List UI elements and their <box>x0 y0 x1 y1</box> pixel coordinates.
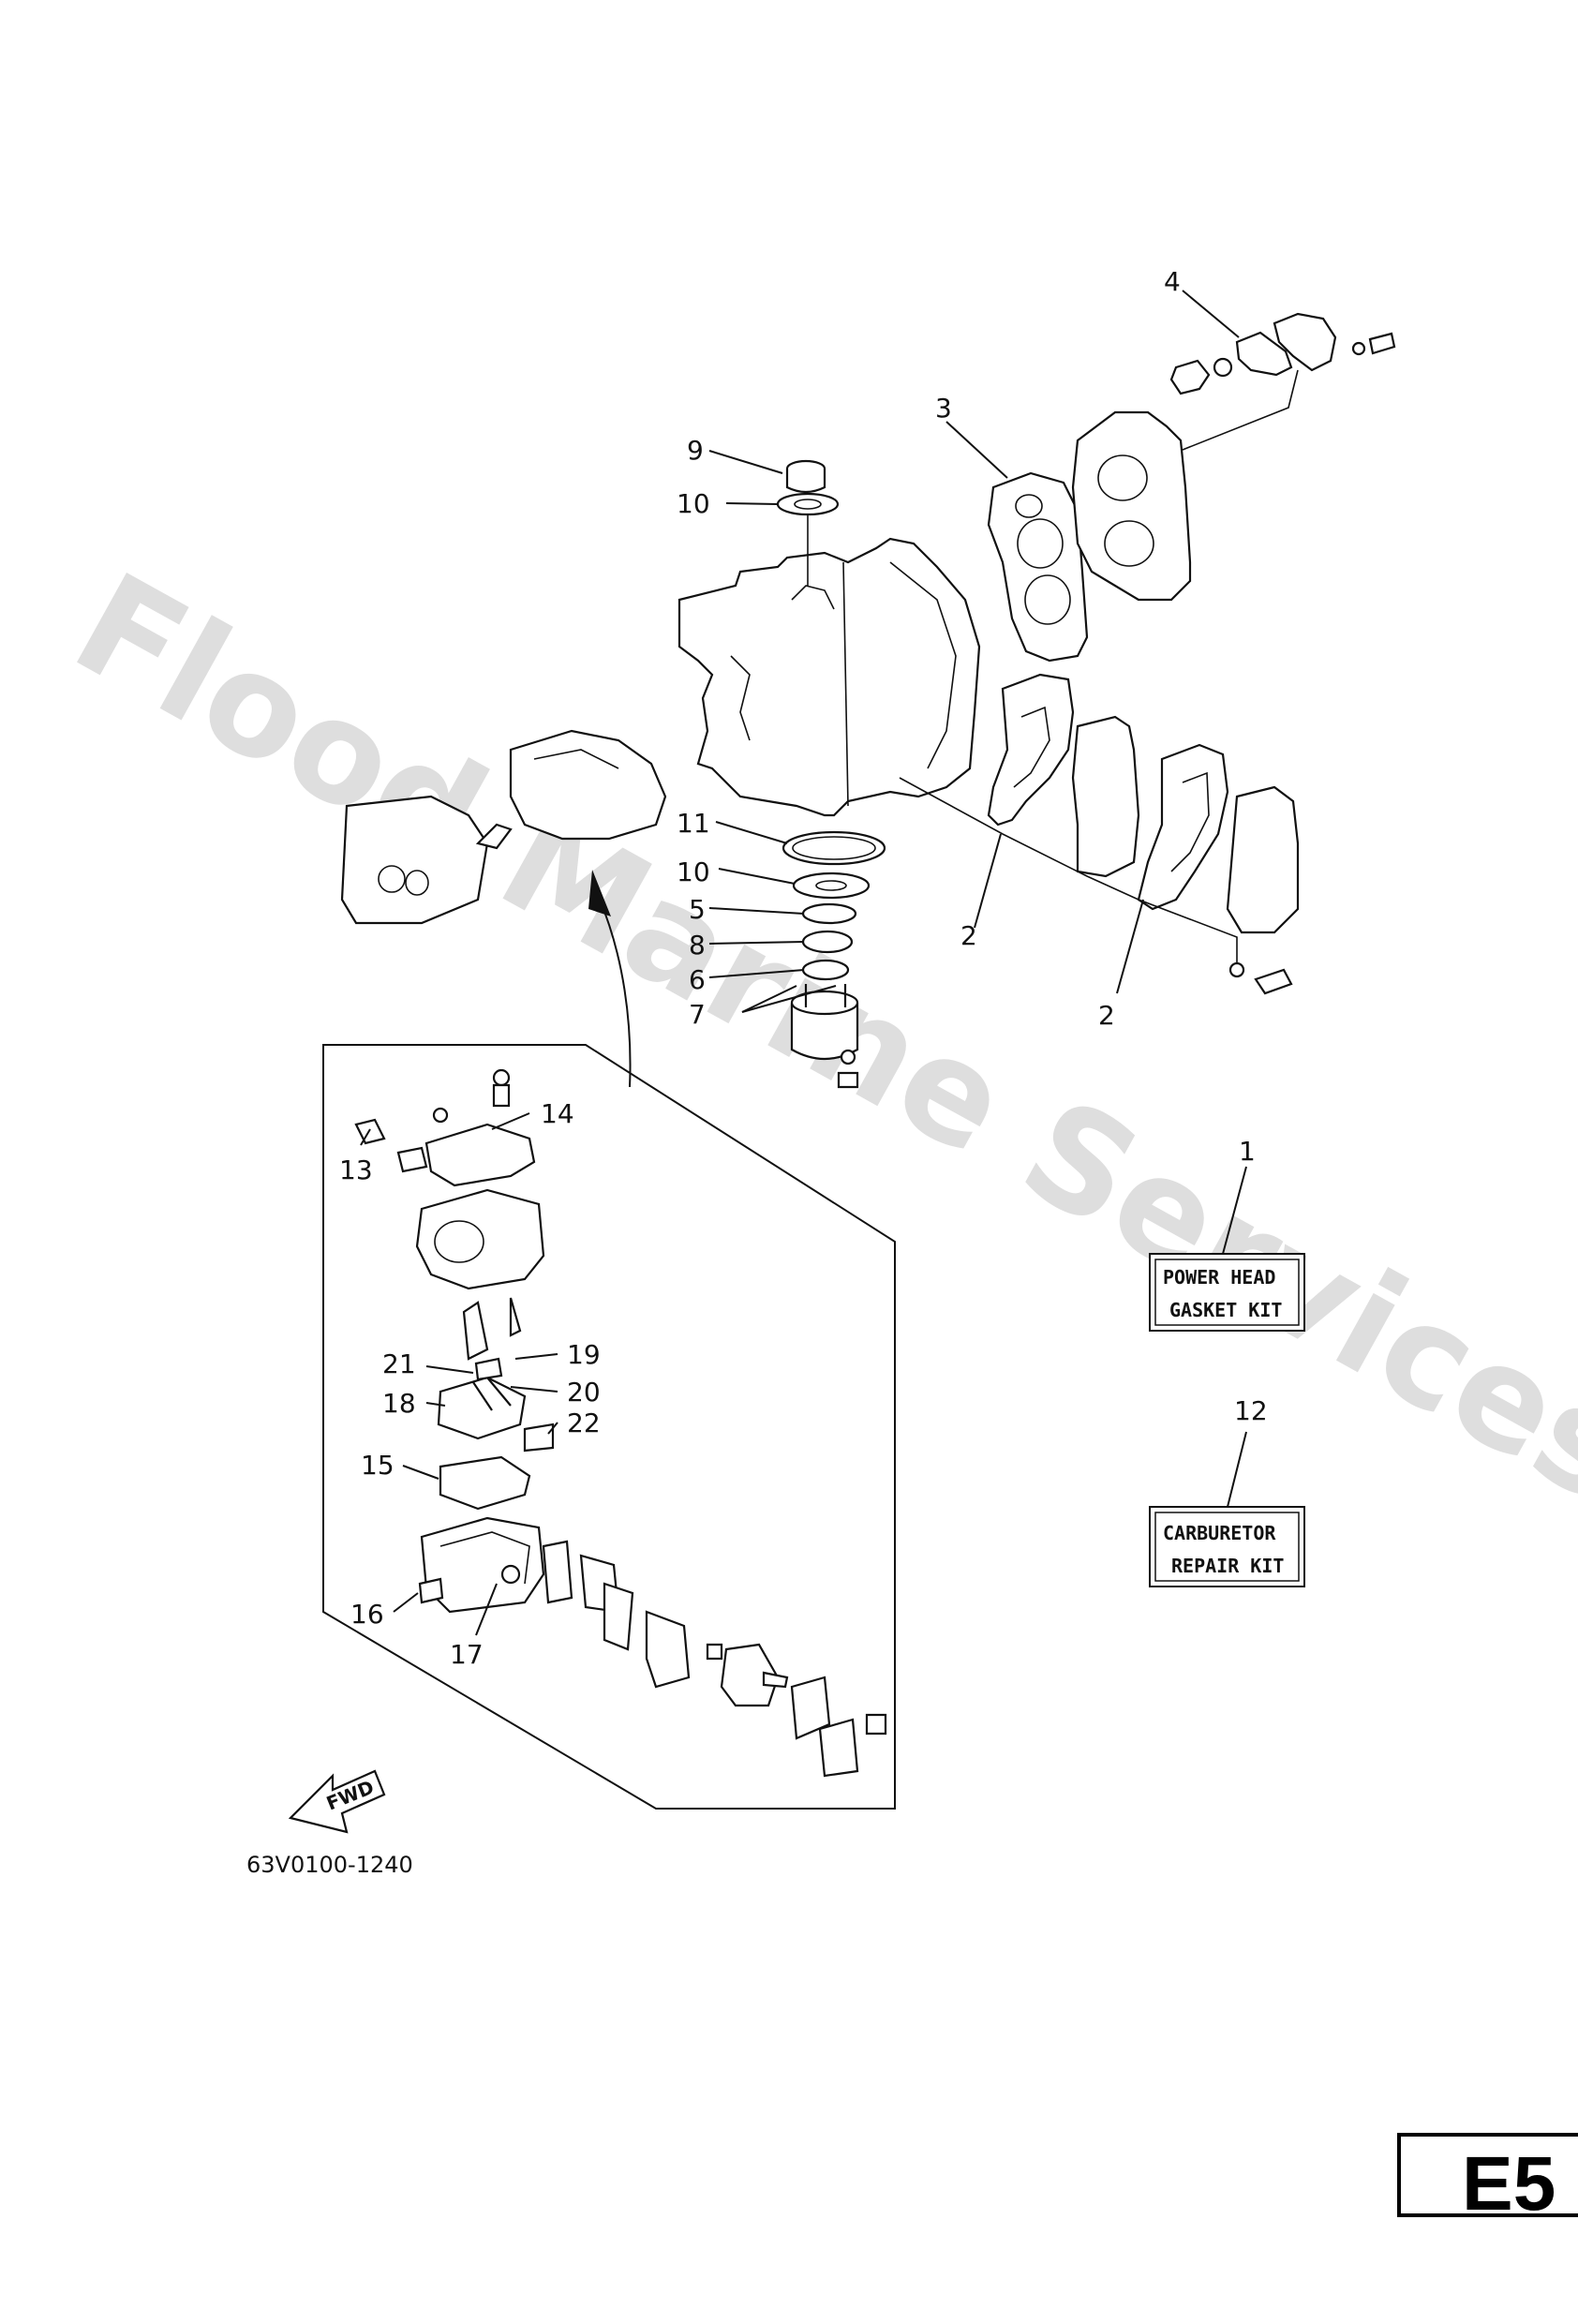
callout-10a: 10 <box>677 488 710 519</box>
callout-2a: 2 <box>960 920 977 951</box>
fwd-arrow: FWD <box>288 1769 386 1834</box>
callout-3: 3 <box>935 393 952 424</box>
oil-seal-top <box>776 459 840 586</box>
assembly-arrow-head <box>588 870 611 916</box>
callout-2b: 2 <box>1098 1000 1115 1031</box>
drawing-code: 63V0100-1240 <box>246 1852 413 1878</box>
power-head-gasket-kit-label: POWER HEAD GASKET KIT <box>1149 1253 1305 1332</box>
callout-12: 12 <box>1234 1395 1268 1426</box>
svg-text:POWER HEAD: POWER HEAD <box>1163 1266 1275 1289</box>
callout-9: 9 <box>687 435 704 466</box>
callout-13: 13 <box>339 1155 373 1185</box>
callout-20: 20 <box>567 1377 601 1408</box>
callout-16: 16 <box>350 1599 384 1630</box>
cylinder-head-cover <box>1071 410 1192 602</box>
callout-7: 7 <box>689 999 706 1030</box>
callout-14: 14 <box>541 1098 574 1129</box>
callout-21: 21 <box>382 1348 416 1379</box>
intake-gaskets <box>899 673 1300 995</box>
svg-text:GASKET KIT: GASKET KIT <box>1169 1299 1282 1321</box>
cylinder-head-gasket <box>987 471 1089 663</box>
svg-text:E5: E5 <box>1462 2141 1556 2227</box>
callout-6: 6 <box>689 964 706 995</box>
callout-1: 1 <box>1239 1136 1256 1167</box>
leader-lines <box>360 290 1247 1636</box>
svg-text:REPAIR KIT: REPAIR KIT <box>1171 1555 1284 1577</box>
callout-4: 4 <box>1164 266 1181 297</box>
callout-17: 17 <box>450 1639 484 1670</box>
svg-text:CARBURETOR: CARBURETOR <box>1163 1522 1276 1544</box>
assembly-arrow <box>599 899 632 1088</box>
callout-19: 19 <box>567 1339 601 1370</box>
callout-10b: 10 <box>677 857 710 887</box>
callout-5: 5 <box>689 894 706 925</box>
callout-22: 22 <box>567 1408 601 1438</box>
callout-8: 8 <box>689 930 706 961</box>
carburetor-repair-kit-label: CARBURETOR REPAIR KIT <box>1149 1506 1305 1587</box>
callout-18: 18 <box>382 1388 416 1419</box>
carburetor-parts <box>354 1068 887 1778</box>
callout-15: 15 <box>361 1450 394 1481</box>
callout-11: 11 <box>677 808 710 839</box>
power-head-block <box>677 537 981 817</box>
page-tab: E5 <box>1397 2133 1578 2227</box>
callouts: 1 2 2 3 4 5 6 7 8 9 10 10 11 12 13 14 15… <box>339 266 1268 1670</box>
thermostat-cover-parts <box>1169 312 1396 451</box>
bearing-stack <box>782 830 886 1089</box>
intake-silencer <box>340 729 667 925</box>
carburetor-inset-frame <box>322 1044 896 1810</box>
